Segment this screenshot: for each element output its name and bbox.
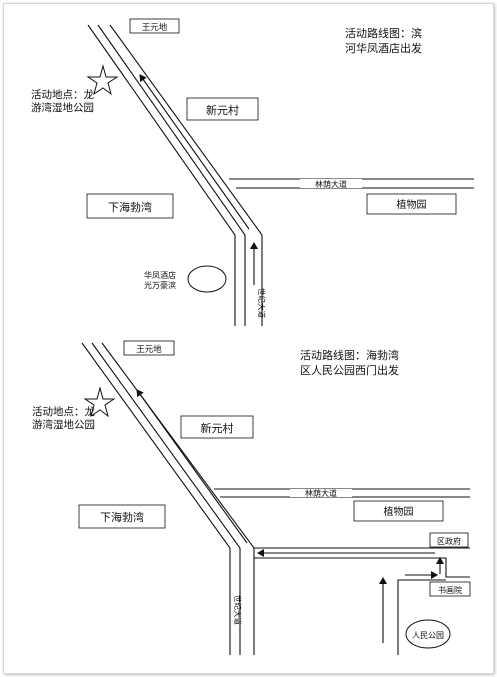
century-road-label: 世纪大道 [233,595,243,625]
arrow-up-icon [139,74,250,230]
star-icon [86,64,119,96]
village-box [180,415,254,439]
district-label: 下海勃湾 [108,200,152,214]
village-box [186,97,259,121]
main-road-2 [81,342,255,655]
venue-line2: 游湾湿地公园 [32,418,95,431]
government-box [429,532,469,548]
district-box [78,504,166,529]
park-marker [405,619,451,649]
route-arrows-2 [136,389,444,643]
century-road-label: 世纪大道 [257,288,267,318]
venue-line1: 活动地点：龙 [31,88,94,101]
village-label: 新元村 [206,103,239,117]
avenue-label: 林荫大道 [315,179,347,189]
route-arrows-1 [139,74,258,285]
map-1: 王元地 新元村 下海勃湾 植物园 林荫大道 活动路线图：滨 河华凤酒店出发 活动… [31,18,474,326]
garden-label: 植物园 [397,198,427,211]
avenue-label: 林荫大道 [305,488,337,498]
park-label: 人民公园 [412,631,444,640]
garden-box [366,193,457,215]
village-label: 新元村 [201,421,234,435]
gallery-box [429,581,471,597]
venue-line1: 活动地点：龙 [32,405,95,418]
road-top-label: 王元地 [142,22,168,33]
road-top-box [123,340,175,356]
road-top-label: 王元地 [136,344,162,355]
avenue-label-bg [290,489,352,497]
side-roads-2 [254,547,470,655]
route-title-line1: 活动路线图：滨 [345,26,422,40]
route-title-line2: 河华凤酒店出发 [345,41,422,55]
government-label: 区政府 [437,536,461,546]
route-title-line1: 活动路线图：海勃湾 [300,348,399,362]
gallery-label: 书画院 [438,585,462,595]
arrow-up-icon [136,389,248,544]
district-box [86,193,174,219]
garden-box [353,500,444,522]
district-label: 下海勃湾 [100,510,144,524]
main-road-1 [87,24,263,326]
hotel-line2: 光万豪滨 [144,280,176,290]
route-title-line2: 区人民公园西门出发 [300,363,399,377]
venue-line2: 游湾湿地公园 [31,101,94,114]
avenue-label-bg [300,179,362,188]
hotel-line1: 华凤酒店 [144,270,176,280]
star-icon [83,386,116,418]
map-2: 王元地 新元村 下海勃湾 植物园 林荫大道 区政府 书画院 人民公园 活动路线图… [32,340,471,655]
hotel-marker [187,265,227,293]
garden-label: 植物园 [384,505,414,518]
road-top-box [129,18,180,34]
